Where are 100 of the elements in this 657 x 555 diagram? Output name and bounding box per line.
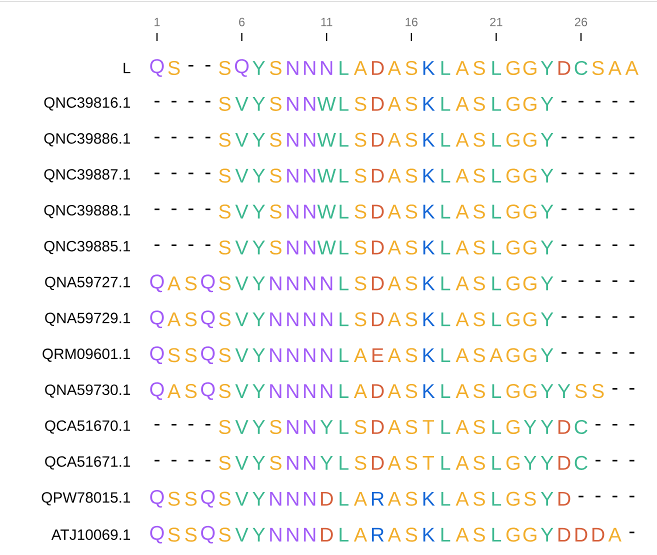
alignment-character: Y (540, 384, 554, 398)
alignment-character: S (219, 492, 231, 506)
alignment-character: - (562, 280, 566, 282)
alignment-character: N (287, 204, 298, 218)
alignment-character: - (188, 460, 194, 462)
alignment-character: - (205, 244, 210, 246)
position-number: 11 (321, 18, 332, 26)
alignment-character: G (523, 384, 536, 398)
alignment-character: V (235, 97, 248, 111)
sequence-name: QNA59729.1 (45, 312, 130, 326)
alignment-character: L (441, 132, 450, 147)
alignment-character: A (456, 384, 469, 398)
alignment-character: - (612, 244, 618, 246)
alignment-character: S (219, 420, 231, 434)
alignment-character: L (441, 420, 450, 434)
alignment-character: S (219, 528, 231, 542)
alignment-character: - (596, 244, 600, 246)
alignment-character: D (372, 456, 384, 470)
alignment-character: V (235, 420, 248, 434)
alignment-character: - (188, 172, 194, 174)
alignment-character: N (287, 420, 298, 434)
alignment-character: G (523, 312, 536, 326)
alignment-character: D (372, 420, 384, 434)
alignment-character: S (473, 132, 485, 147)
alignment-character: D (558, 456, 570, 470)
alignment-character: A (388, 61, 401, 75)
alignment-character: D (372, 276, 384, 290)
alignment-character: S (354, 420, 366, 434)
alignment-character: Y (540, 420, 554, 434)
alignment-character: A (490, 348, 503, 362)
alignment-character: - (629, 424, 634, 426)
alignment-character: S (524, 492, 536, 506)
alignment-character: V (235, 276, 248, 290)
alignment-character: D (558, 61, 570, 75)
alignment-character: Y (540, 456, 554, 470)
alignment-character: - (154, 244, 160, 246)
alignment-character: Q (201, 346, 215, 364)
alignment-character: D (372, 204, 384, 218)
alignment-character: L (441, 312, 450, 326)
alignment-character: S (473, 492, 485, 506)
alignment-character: A (388, 312, 401, 326)
alignment-character: S (406, 456, 418, 470)
alignment-character: L (441, 61, 450, 75)
alignment-character: - (596, 280, 600, 282)
alignment-character: L (340, 528, 348, 542)
alignment-character: N (287, 276, 298, 290)
alignment-character: G (506, 384, 520, 398)
alignment-character: - (562, 172, 566, 174)
alignment-character: Y (252, 240, 265, 254)
alignment-character: S (270, 240, 282, 255)
alignment-character: L (340, 492, 348, 506)
alignment-character: - (154, 172, 160, 174)
alignment-character: N (287, 61, 298, 75)
alignment-character: K (423, 168, 435, 183)
alignment-character: A (456, 132, 469, 147)
position-number: 26 (574, 18, 588, 26)
alignment-character: S (219, 348, 231, 362)
alignment-character: - (562, 244, 566, 246)
alignment-character: T (422, 420, 434, 434)
alignment-character: - (188, 244, 194, 246)
sequence-name: QNA59727.1 (45, 276, 130, 290)
alignment-character: D (372, 97, 384, 111)
alignment-character: - (596, 172, 600, 174)
alignment-character: L (441, 204, 450, 218)
alignment-character: Q (150, 274, 164, 292)
alignment-character: L (492, 528, 502, 542)
alignment-character: A (456, 528, 469, 542)
alignment-character: Y (252, 456, 265, 470)
alignment-character: Y (252, 168, 265, 183)
alignment-character: S (219, 60, 231, 76)
alignment-character: - (154, 100, 160, 102)
alignment-character: - (578, 136, 584, 138)
alignment-character: - (205, 424, 210, 426)
alignment-character: Y (252, 132, 265, 147)
alignment-character: - (629, 280, 634, 282)
alignment-character: L (441, 240, 450, 254)
alignment-character: K (423, 348, 435, 362)
position-number: 16 (406, 18, 418, 26)
alignment-character: G (523, 60, 536, 76)
alignment-character: - (612, 100, 618, 102)
sequence-name: QNC39886.1 (44, 133, 130, 146)
alignment-character: S (592, 384, 604, 398)
alignment-character: V (235, 240, 248, 254)
alignment-character: - (629, 316, 634, 318)
alignment-character: L (441, 384, 450, 398)
alignment-character: D (321, 528, 333, 542)
alignment-character: L (441, 168, 450, 183)
alignment-character: - (578, 172, 584, 174)
alignment-character: - (596, 424, 600, 426)
alignment-character: Y (252, 276, 265, 290)
alignment-character: S (270, 60, 282, 76)
alignment-character: A (388, 240, 401, 254)
alignment-character: L (492, 97, 502, 111)
alignment-character: S (270, 456, 282, 470)
alignment-character: S (354, 276, 366, 290)
alignment-character: G (506, 276, 520, 290)
sequence-name: QNC39888.1 (44, 204, 130, 218)
alignment-character: N (270, 384, 282, 398)
alignment-character: A (388, 204, 401, 218)
alignment-character: N (287, 348, 298, 362)
